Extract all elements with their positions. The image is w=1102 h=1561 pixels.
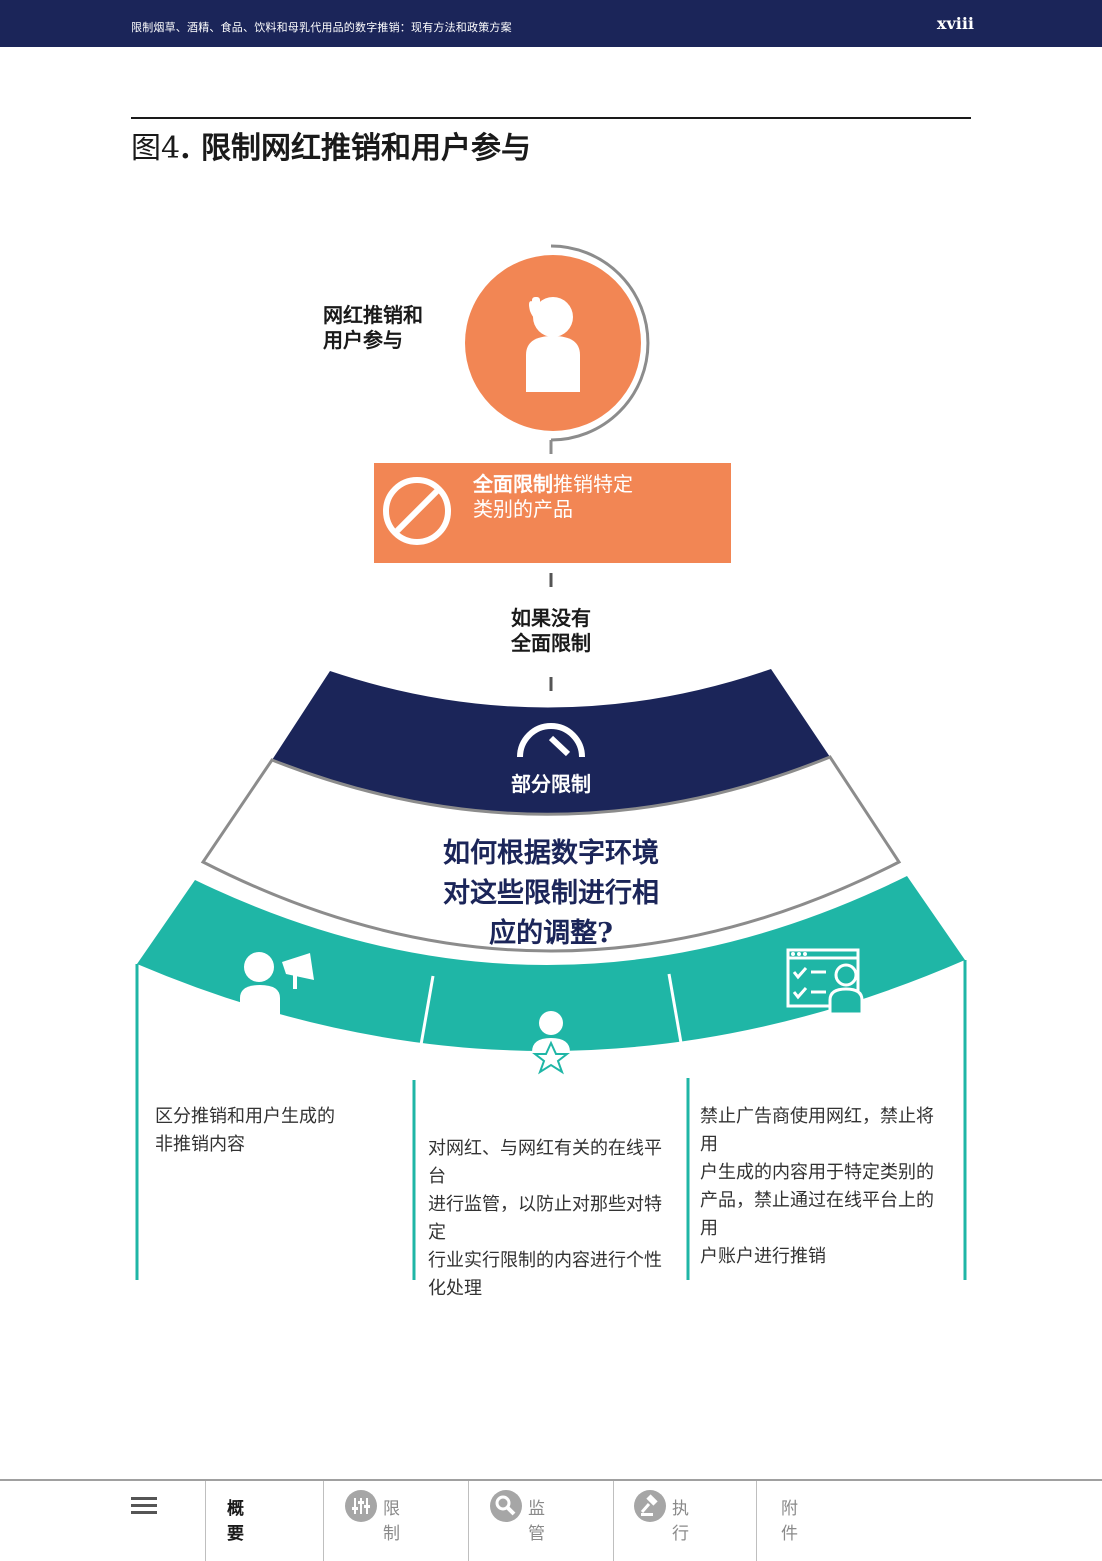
document-title: 限制烟草、酒精、食品、饮料和母乳代用品的数字推销：现有方法和政策方案	[131, 21, 512, 34]
full-ban-box	[374, 463, 731, 563]
full-ban-line2: 类别的产品	[473, 497, 573, 521]
influencer-label: 网红推销和 用户参与	[323, 303, 423, 352]
nav-enforce-label: 执行	[672, 1499, 689, 1544]
magnifier-icon	[490, 1490, 522, 1522]
figure-title-text: 限制网红推销和用户参与	[200, 131, 531, 166]
full-ban-bold: 全面限制	[473, 472, 553, 496]
gavel-icon	[634, 1490, 666, 1522]
nav-annex-label: 附件	[781, 1499, 798, 1544]
gauge-icon	[517, 723, 585, 758]
teal-band	[137, 876, 965, 1052]
nav-restrict-label: 限制	[383, 1499, 400, 1544]
megaphone-person-icon	[240, 952, 314, 1015]
band-divider-2	[667, 973, 690, 1084]
question-band	[200, 755, 902, 953]
partial-ban-label: 部分限制	[511, 772, 591, 796]
full-ban-text: 全面限制推销特定类别的产品	[473, 472, 633, 522]
if-no-ban-label: 如果没有 全面限制	[511, 606, 591, 655]
column-3-text: 禁止广告商使用网红，禁止将用 户生成的内容用于特定类别的 产品，禁止通过在线平台…	[700, 1106, 934, 1267]
circle-grey-arc	[550, 244, 650, 442]
page-number: xviii	[936, 14, 974, 33]
column-1-text: 区分推销和用户生成的 非推销内容	[155, 1106, 335, 1155]
sliders-icon	[345, 1490, 377, 1522]
nav-summary-label: 概要	[227, 1499, 244, 1544]
header-bar: 限制烟草、酒精、食品、饮料和母乳代用品的数字推销：现有方法和政策方案 xviii	[0, 0, 1102, 47]
figure-rule	[131, 117, 971, 119]
column-2-text: 对网红、与网红有关的在线平台 进行监管，以防止对那些对特定 行业实行限制的内容进…	[428, 1138, 662, 1299]
hamburger-menu-icon[interactable]	[131, 1497, 157, 1517]
central-question: 如何根据数字环境 对这些限制进行相 应的调整?	[443, 838, 659, 949]
nav-monitor-label: 监管	[528, 1499, 545, 1544]
bottom-navigation: 概要 限制 监管 执行 附件	[0, 1479, 1102, 1561]
band-divider-1	[412, 975, 435, 1086]
prohibited-icon	[383, 477, 451, 545]
checklist-person-icon	[786, 948, 864, 1016]
star-person-icon	[532, 1011, 570, 1075]
figure-number: 图4	[131, 131, 181, 166]
influencer-person-icon	[526, 297, 580, 392]
figure-title: 图4. 限制网红推销和用户参与	[131, 131, 531, 166]
full-ban-rest: 推销特定	[553, 472, 633, 496]
